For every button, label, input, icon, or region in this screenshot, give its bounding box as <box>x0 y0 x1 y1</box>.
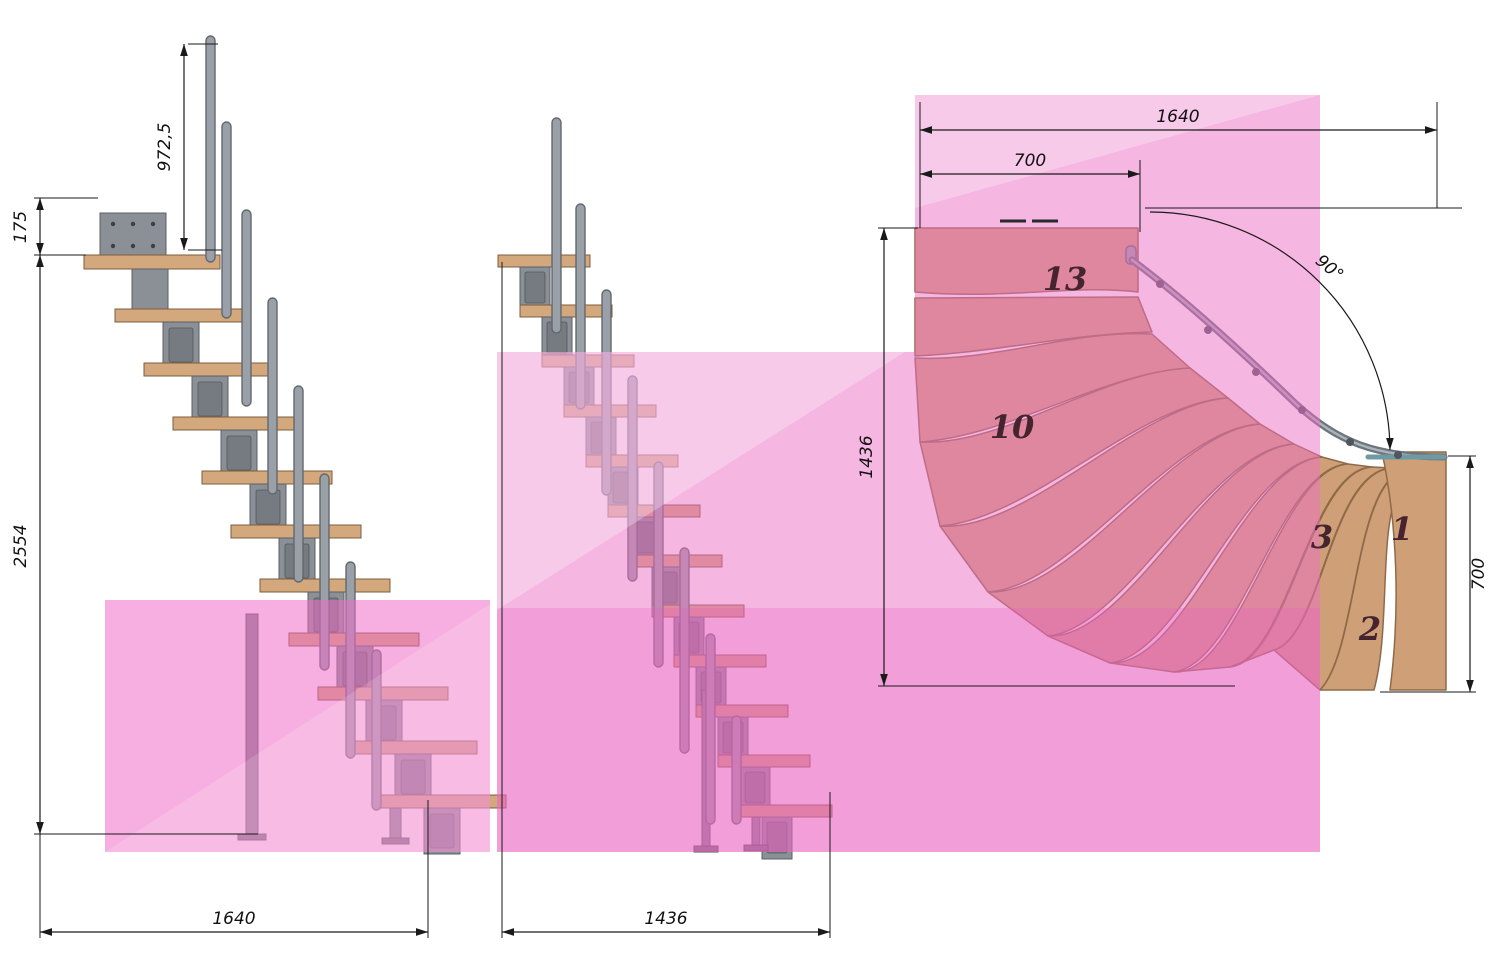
dim-plan-overall-length: 1640 <box>1156 107 1199 127</box>
handrail-post <box>267 297 278 495</box>
handrail-post <box>205 35 216 263</box>
step-module <box>519 304 613 360</box>
tread-label-10: 10 <box>990 408 1035 446</box>
handrail-post <box>221 121 232 319</box>
bolt-icon <box>130 243 136 249</box>
handrail-post <box>293 385 304 583</box>
tread-label-13: 13 <box>1043 260 1088 298</box>
tread-label-3: 3 <box>1311 518 1333 556</box>
zone-overlay-middle <box>497 352 1320 852</box>
bolt-icon <box>150 243 156 249</box>
dim-mount-offset: 175 <box>11 211 31 243</box>
floor-zone-overlays <box>105 95 1320 852</box>
tread-label-2: 2 <box>1358 610 1381 648</box>
handrail-post <box>551 117 562 334</box>
dim-front-run-length: 1436 <box>644 909 687 929</box>
dimensions: 972,5 175 2554 1640 1436 1640 700 90° <box>11 43 1489 938</box>
wall-mount-plate <box>99 212 167 258</box>
plan-tread-1 <box>1381 451 1447 691</box>
bolt-icon <box>110 221 116 227</box>
bolt-icon <box>150 221 156 227</box>
dim-plan-overall-depth: 1436 <box>857 435 877 478</box>
zone-overlay-left <box>105 600 490 852</box>
bolt-icon <box>110 243 116 249</box>
zone-overlay-left-light <box>105 604 490 852</box>
zone-overlay-plan <box>915 95 1320 352</box>
platform-module <box>131 268 169 316</box>
handrail-post <box>241 209 252 407</box>
step-module <box>172 416 304 477</box>
dim-side-run-length: 1640 <box>212 909 255 929</box>
tread-label-1: 1 <box>1391 510 1413 548</box>
dim-plan-lower-run: 700 <box>1469 558 1489 590</box>
zone-overlay-middle-light <box>497 352 905 610</box>
rail-baluster-icon <box>1394 451 1402 459</box>
bolt-icon <box>130 221 136 227</box>
zone-overlay-middle-dark <box>497 608 1320 852</box>
step-module <box>201 470 333 531</box>
dim-plan-upper-run: 700 <box>1014 151 1046 171</box>
step-module <box>143 362 275 423</box>
dim-handrail-height: 972,5 <box>155 123 175 172</box>
dim-total-rise: 2554 <box>11 524 31 567</box>
angle-arc <box>1149 211 1394 451</box>
platform-tread <box>83 254 221 270</box>
zone-overlay-plan-light <box>915 95 1320 208</box>
rail-baluster-icon <box>1346 438 1354 446</box>
